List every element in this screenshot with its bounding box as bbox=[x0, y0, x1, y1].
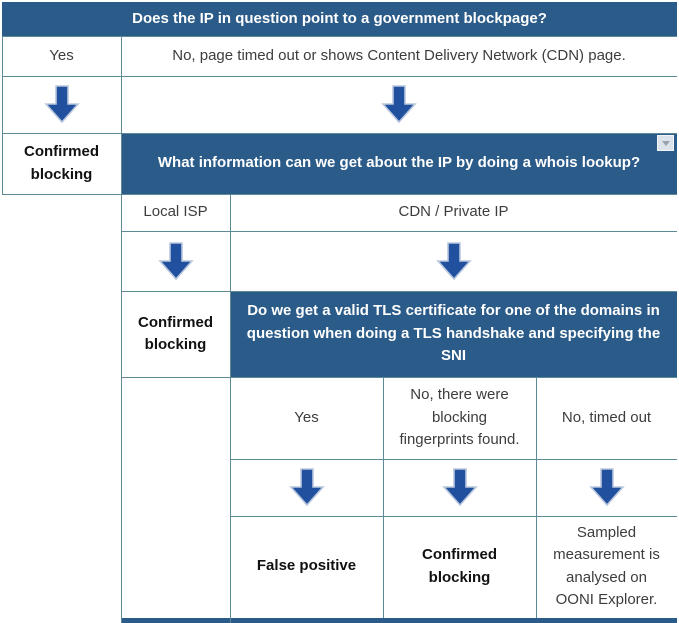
answer-yes-label: Yes bbox=[49, 46, 74, 64]
answer-tls-timeout-label: No, timed out bbox=[561, 408, 652, 426]
question-whois-text: What information can we get about the IP… bbox=[157, 154, 641, 172]
down-arrow-icon bbox=[43, 85, 80, 124]
outcome-sampled-measurement: Sampled measurement is analysed on OONI … bbox=[536, 516, 677, 617]
grid-line bbox=[2, 194, 677, 195]
answer-yes-cell: Yes bbox=[2, 36, 121, 76]
question-tls-header: Do we get a valid TLS certificate for on… bbox=[230, 291, 677, 377]
dropdown-arrow-icon bbox=[661, 140, 670, 146]
grid-line bbox=[536, 377, 537, 618]
grid-line bbox=[2, 76, 677, 77]
grid-line bbox=[121, 36, 122, 623]
answer-no-label: No, page timed out or shows Content Deli… bbox=[172, 46, 626, 64]
grid-line bbox=[2, 133, 677, 134]
grid-line bbox=[121, 291, 677, 292]
grid-line bbox=[121, 377, 677, 378]
answer-local-isp-label: Local ISP bbox=[143, 203, 208, 221]
down-arrow-icon bbox=[435, 241, 472, 280]
grid-line bbox=[121, 231, 677, 232]
grid-line bbox=[2, 36, 3, 194]
arrow-cell-cdn bbox=[230, 231, 677, 291]
grid-line bbox=[230, 459, 677, 460]
grid-line bbox=[383, 377, 384, 618]
outcome-false-positive-label: False positive bbox=[256, 557, 357, 575]
answer-tls-fingerprints-cell: No, there were blocking fingerprints fou… bbox=[383, 377, 536, 459]
answer-cdn-cell: CDN / Private IP bbox=[230, 194, 677, 231]
answer-tls-yes-cell: Yes bbox=[230, 377, 383, 459]
answer-no-cell: No, page timed out or shows Content Deli… bbox=[121, 36, 677, 76]
question-blockpage-header: Does the IP in question point to a gover… bbox=[2, 2, 677, 36]
outcome-false-positive: False positive bbox=[230, 516, 383, 617]
outcome-confirmed-blocking-2-label: Confirmed blocking bbox=[138, 313, 213, 354]
arrow-cell-yes bbox=[2, 76, 121, 133]
outcome-sampled-measurement-label: Sampled measurement is analysed on OONI … bbox=[553, 523, 660, 609]
down-arrow-icon bbox=[588, 468, 625, 507]
outcome-confirmed-blocking-3-label: Confirmed blocking bbox=[422, 546, 497, 586]
question-tls-text: Do we get a valid TLS certificate for on… bbox=[246, 302, 661, 365]
down-arrow-icon bbox=[288, 468, 325, 507]
question-whois-header: What information can we get about the IP… bbox=[121, 133, 677, 194]
answer-tls-timeout-cell: No, timed out bbox=[536, 377, 677, 459]
grid-line bbox=[230, 516, 677, 517]
outcome-confirmed-blocking-1: Confirmed blocking bbox=[2, 133, 121, 194]
outcome-confirmed-blocking-2: Confirmed blocking bbox=[121, 291, 230, 377]
outcome-confirmed-blocking-1-label: Confirmed blocking bbox=[24, 143, 99, 183]
arrow-cell-tls-timeout bbox=[536, 459, 677, 516]
arrow-cell-tls-fingerprints bbox=[383, 459, 536, 516]
answer-tls-yes-label: Yes bbox=[294, 408, 319, 426]
outcome-confirmed-blocking-3: Confirmed blocking bbox=[383, 516, 536, 617]
down-arrow-icon bbox=[381, 85, 417, 124]
arrow-cell-no bbox=[121, 76, 677, 133]
dropdown-button[interactable] bbox=[657, 135, 674, 151]
grid-line bbox=[2, 36, 677, 37]
arrow-cell-local-isp bbox=[121, 231, 230, 291]
next-question-header-cutoff bbox=[121, 618, 677, 623]
answer-tls-fingerprints-label: No, there were blocking fingerprints fou… bbox=[399, 386, 520, 449]
answer-local-isp-cell: Local ISP bbox=[121, 194, 230, 231]
question-blockpage-text: Does the IP in question point to a gover… bbox=[132, 9, 547, 27]
grid-line bbox=[230, 194, 231, 623]
down-arrow-icon bbox=[441, 468, 478, 507]
down-arrow-icon bbox=[157, 241, 194, 280]
arrow-cell-tls-yes bbox=[230, 459, 383, 516]
answer-cdn-label: CDN / Private IP bbox=[398, 203, 509, 221]
